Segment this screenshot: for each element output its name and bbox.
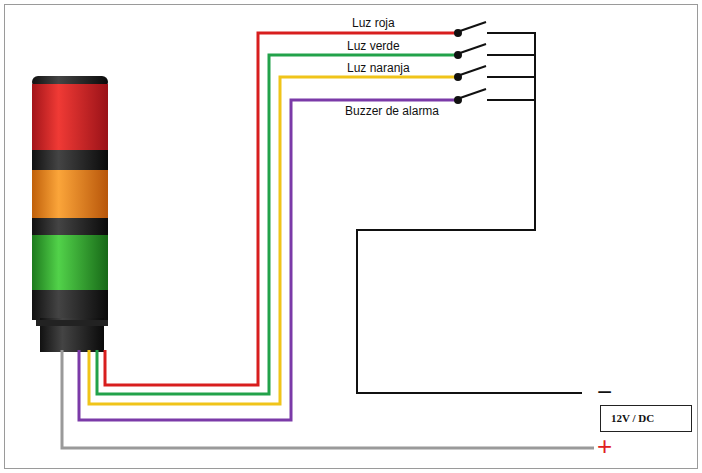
green-wire bbox=[97, 55, 458, 394]
switch-label: Luz verde bbox=[347, 39, 400, 53]
purple-wire bbox=[79, 100, 458, 420]
polarity-sign: − bbox=[597, 379, 612, 405]
voltage-text: 12V / DC bbox=[611, 412, 681, 425]
yellow-wire bbox=[89, 77, 458, 404]
grey-wire bbox=[62, 350, 594, 448]
switch-label: Luz roja bbox=[352, 16, 395, 30]
voltage-box: 12V / DC bbox=[600, 405, 692, 432]
switches bbox=[455, 22, 535, 103]
switch-label: Buzzer de alarma bbox=[345, 104, 439, 118]
frame bbox=[5, 5, 698, 469]
polarity-sign: + bbox=[597, 433, 612, 459]
negative-bus-wire bbox=[357, 32, 582, 393]
stack-light bbox=[32, 76, 108, 352]
switch-label: Luz naranja bbox=[347, 61, 410, 75]
